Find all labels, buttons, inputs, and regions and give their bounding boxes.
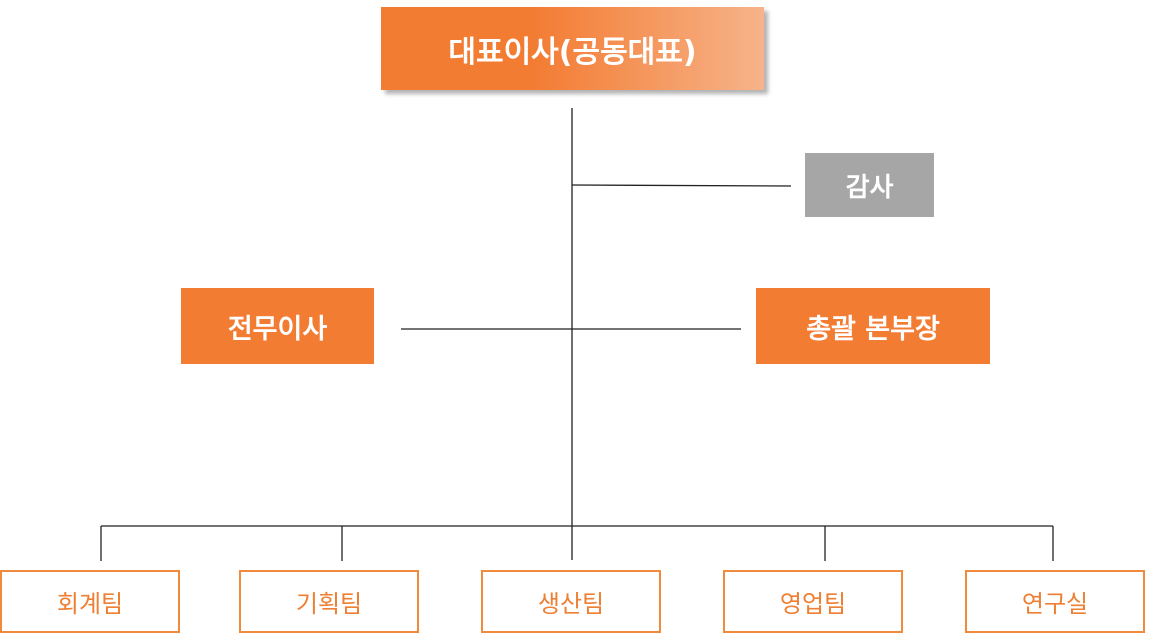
team-box-research: 연구실 [965, 570, 1145, 633]
team-label: 연구실 [1021, 590, 1089, 618]
team-label: 생산팀 [537, 590, 605, 618]
team-label: 영업팀 [779, 590, 847, 618]
team-label: 회계팀 [56, 590, 124, 618]
audit-label: 감사 [845, 172, 894, 203]
team-box-sales: 영업팀 [723, 570, 903, 633]
general-manager-box: 총괄 본부장 [756, 288, 990, 364]
audit-connector [571, 184, 792, 187]
team-box-accounting: 회계팀 [0, 570, 180, 633]
team-box-production: 생산팀 [481, 570, 661, 633]
general-manager-label: 총괄 본부장 [806, 313, 940, 345]
executive-director-label: 전무이사 [227, 313, 328, 345]
team-box-planning: 기획팀 [239, 570, 419, 633]
ceo-label: 대표이사(공동대표) [448, 34, 697, 70]
ceo-box: 대표이사(공동대표) [381, 7, 764, 90]
team-label: 기획팀 [295, 590, 363, 618]
audit-box: 감사 [805, 153, 934, 217]
executive-director-box: 전무이사 [181, 288, 374, 364]
